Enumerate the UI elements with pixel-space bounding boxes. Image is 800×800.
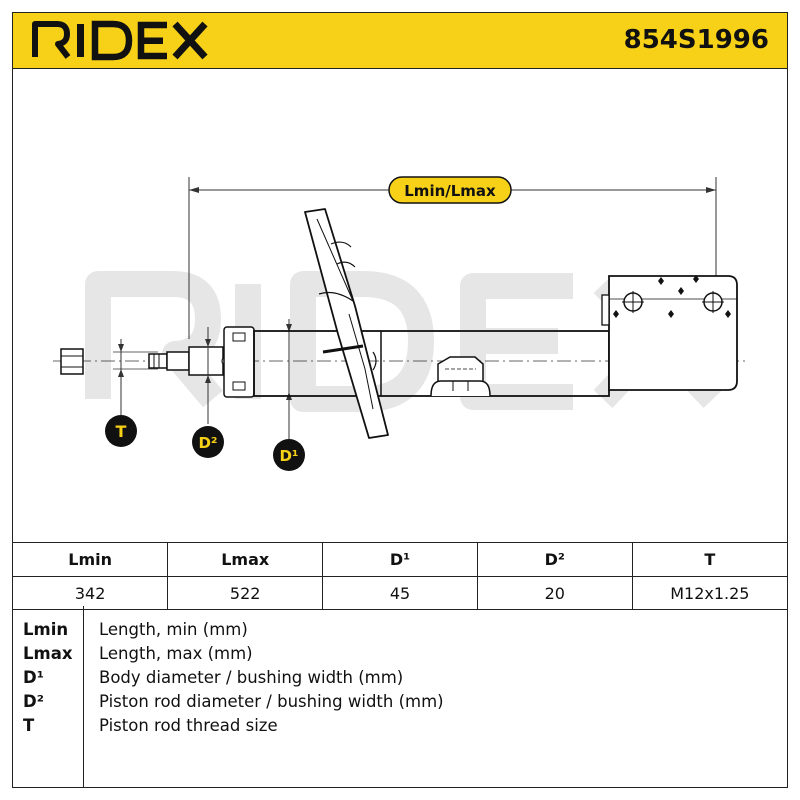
legend-key: T [23,716,35,735]
legend-key: D¹ [23,668,44,687]
dimension-label: Lmin/Lmax [404,182,496,200]
spec-header-row: Lmin Lmax D¹ D² T [13,542,787,577]
knuckle-bracket [601,275,738,391]
legend-desc: Length, min (mm) [99,620,248,639]
spec-value-lmax: 522 [167,576,324,610]
callout-t-bg [105,415,137,447]
spec-header-d1: D¹ [322,542,478,577]
stabilizer-bracket [430,356,491,397]
spec-value-d1: 45 [322,576,478,610]
legend-desc: Body diameter / bushing width (mm) [99,668,404,687]
legend-desc: Piston rod diameter / bushing width (mm) [99,692,444,711]
legend-item: D¹ Body diameter / bushing width (mm) [13,668,787,692]
callout-d1-bg [273,439,305,471]
spec-header-lmin: Lmin [13,542,169,577]
spec-header-d2: D² [476,542,633,577]
callout-d1: D¹ [279,447,298,465]
dimension-label-bg [388,176,512,204]
part-number: 854S1996 [623,25,769,55]
spec-header-t: T [631,542,787,577]
callout-t: T [116,422,127,441]
legend: Lmin Length, min (mm) Lmax Length, max (… [13,606,787,787]
spec-value-row: 342 522 45 20 M12x1.25 [13,576,787,610]
legend-divider [83,606,84,787]
legend-desc: Length, max (mm) [99,644,253,663]
spec-value-d2: 20 [476,576,633,610]
legend-key: D² [23,692,44,711]
spec-header-lmax: Lmax [167,542,324,577]
legend-desc: Piston rod thread size [99,716,278,735]
legend-item: T Piston rod thread size [13,716,787,740]
callout-d2-bg [192,426,224,458]
legend-key: Lmax [23,644,73,663]
thread-nut [60,348,84,375]
top-mount [223,326,255,398]
header-bar: 854S1996 [13,13,787,69]
legend-item: D² Piston rod diameter / bushing width (… [13,692,787,716]
spec-value-lmin: 342 [13,576,169,610]
spec-value-t: M12x1.25 [631,576,787,610]
legend-item: Lmin Length, min (mm) [13,620,787,644]
legend-item: Lmax Length, max (mm) [13,644,787,668]
callout-d2: D² [198,434,217,452]
spec-table: Lmin Lmax D¹ D² T 342 522 45 20 M12x1.25 [13,542,787,610]
logo-graphic [32,20,208,61]
legend-key: Lmin [23,620,69,639]
technical-drawing: Lmin/Lmax [53,176,748,471]
ridex-logo [31,19,211,66]
shock-absorber-drawing: Lmin/Lmax [13,69,787,542]
spring-seat [304,208,389,439]
piston-rod [148,346,231,376]
product-sheet: 854S1996 Lmin/Lmax [12,12,788,788]
